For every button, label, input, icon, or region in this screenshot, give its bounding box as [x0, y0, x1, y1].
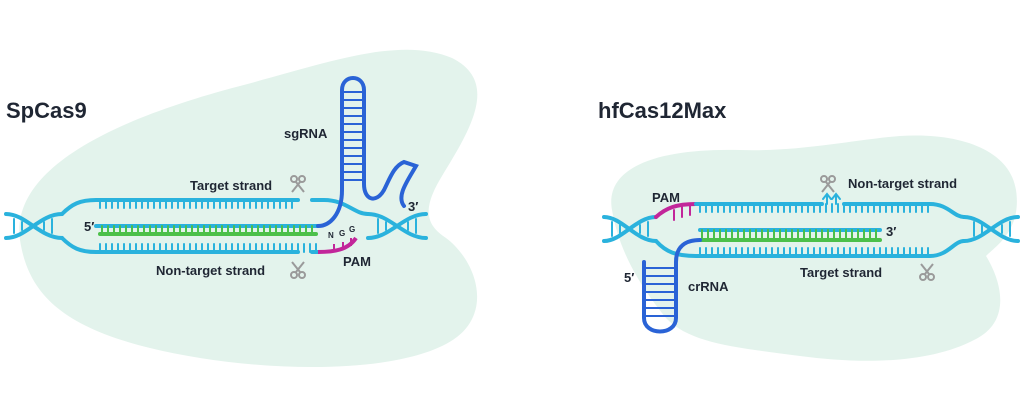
spcas9-pam-label: PAM	[343, 254, 371, 269]
hfcas12max-non-target-strand-label: Non-target strand	[848, 176, 957, 191]
spcas9-non-target-strand-label: Non-target strand	[156, 263, 265, 278]
pam-base-n: N	[328, 231, 334, 240]
spcas9-sgrna	[316, 76, 419, 228]
hfcas12max-target-strand-label: Target strand	[800, 265, 882, 280]
spcas9-pam	[317, 236, 358, 254]
hfcas12max-pam-label: PAM	[652, 190, 680, 205]
hfcas12max-five-prime: 5′	[624, 270, 634, 285]
spcas9-three-prime: 3′	[408, 199, 418, 214]
spcas9-five-prime: 5′	[84, 219, 94, 234]
hfcas12max-panel: hfCas12Max PAM Non-target strand Target …	[598, 98, 1020, 361]
hfcas12max-title: hfCas12Max	[598, 98, 727, 123]
hfcas12max-crrna	[642, 238, 702, 334]
spcas9-panel: N G G SpCas9 sgRNA Target strand Non-tar…	[4, 49, 478, 368]
hfcas12max-dna	[602, 192, 1020, 258]
scissors-icon	[820, 175, 836, 193]
scissors-icon	[290, 261, 306, 279]
hfcas12max-crrna-label: crRNA	[688, 279, 729, 294]
spcas9-title: SpCas9	[6, 98, 87, 123]
scissors-icon	[290, 175, 306, 193]
spcas9-dna	[4, 198, 428, 254]
hfcas12max-three-prime: 3′	[886, 224, 896, 239]
scissors-icon	[919, 263, 935, 281]
spcas9-sgrna-label: sgRNA	[284, 126, 328, 141]
spcas9-target-strand-label: Target strand	[190, 178, 272, 193]
pam-base-g2: G	[349, 225, 355, 234]
pam-base-g1: G	[339, 229, 345, 238]
